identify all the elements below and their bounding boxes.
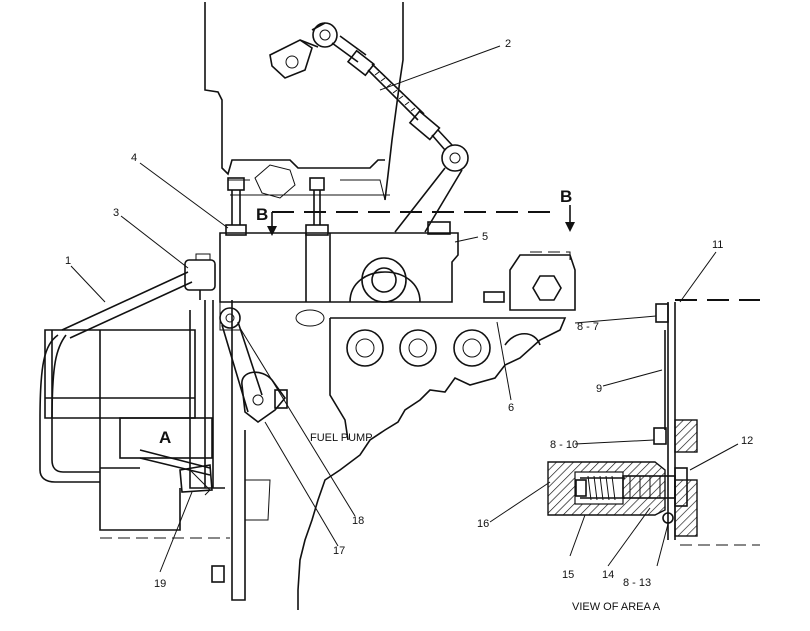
callout-8-13: 8 - 13 — [623, 577, 651, 589]
area-a-label: A — [159, 428, 171, 447]
governor-housing — [219, 177, 459, 303]
callout-15: 15 — [562, 569, 574, 581]
callout-6: 6 — [508, 402, 514, 414]
shutoff-solenoid: A — [44, 329, 230, 539]
shutoff-lever-arm — [219, 307, 288, 423]
callout-11: 11 — [712, 239, 723, 251]
callout-19: 19 — [154, 578, 166, 590]
mounting-plate — [189, 300, 271, 601]
wire-cable — [39, 253, 216, 483]
callout-8-10: 8 - 10 — [550, 439, 578, 451]
section-b-right-label: B — [560, 187, 572, 206]
callout-14: 14 — [602, 569, 614, 581]
callout-1: 1 — [65, 255, 71, 267]
callout-5: 5 — [482, 231, 488, 243]
fuel-pump-body: FUEL PUMP — [295, 309, 567, 610]
section-b-left-label: B — [256, 205, 268, 224]
section-line-b: B B — [256, 187, 575, 236]
callout-18: 18 — [352, 515, 364, 527]
bracket-nut — [483, 251, 576, 311]
callout-12: 12 — [741, 435, 753, 447]
view-caption: VIEW OF AREA A — [572, 601, 661, 613]
callout-labels: 1 2 3 4 5 6 8 - 7 9 8 - 10 11 12 8 - 13 … — [65, 38, 753, 613]
callout-8-7: 8 - 7 — [577, 321, 599, 333]
callout-3: 3 — [113, 207, 119, 219]
callout-2: 2 — [505, 38, 511, 50]
link-rod-area-a — [139, 449, 213, 496]
governor-linkage-rod — [269, 22, 469, 233]
callout-9: 9 — [596, 383, 602, 395]
engine-block-outline — [204, 2, 404, 201]
detail-view-area-a — [547, 299, 760, 546]
fuel-pump-label: FUEL PUMP — [310, 432, 373, 444]
callout-16: 16 — [477, 518, 489, 530]
leader-lines — [70, 45, 739, 573]
callout-4: 4 — [131, 152, 137, 164]
callout-17: 17 — [333, 545, 345, 557]
